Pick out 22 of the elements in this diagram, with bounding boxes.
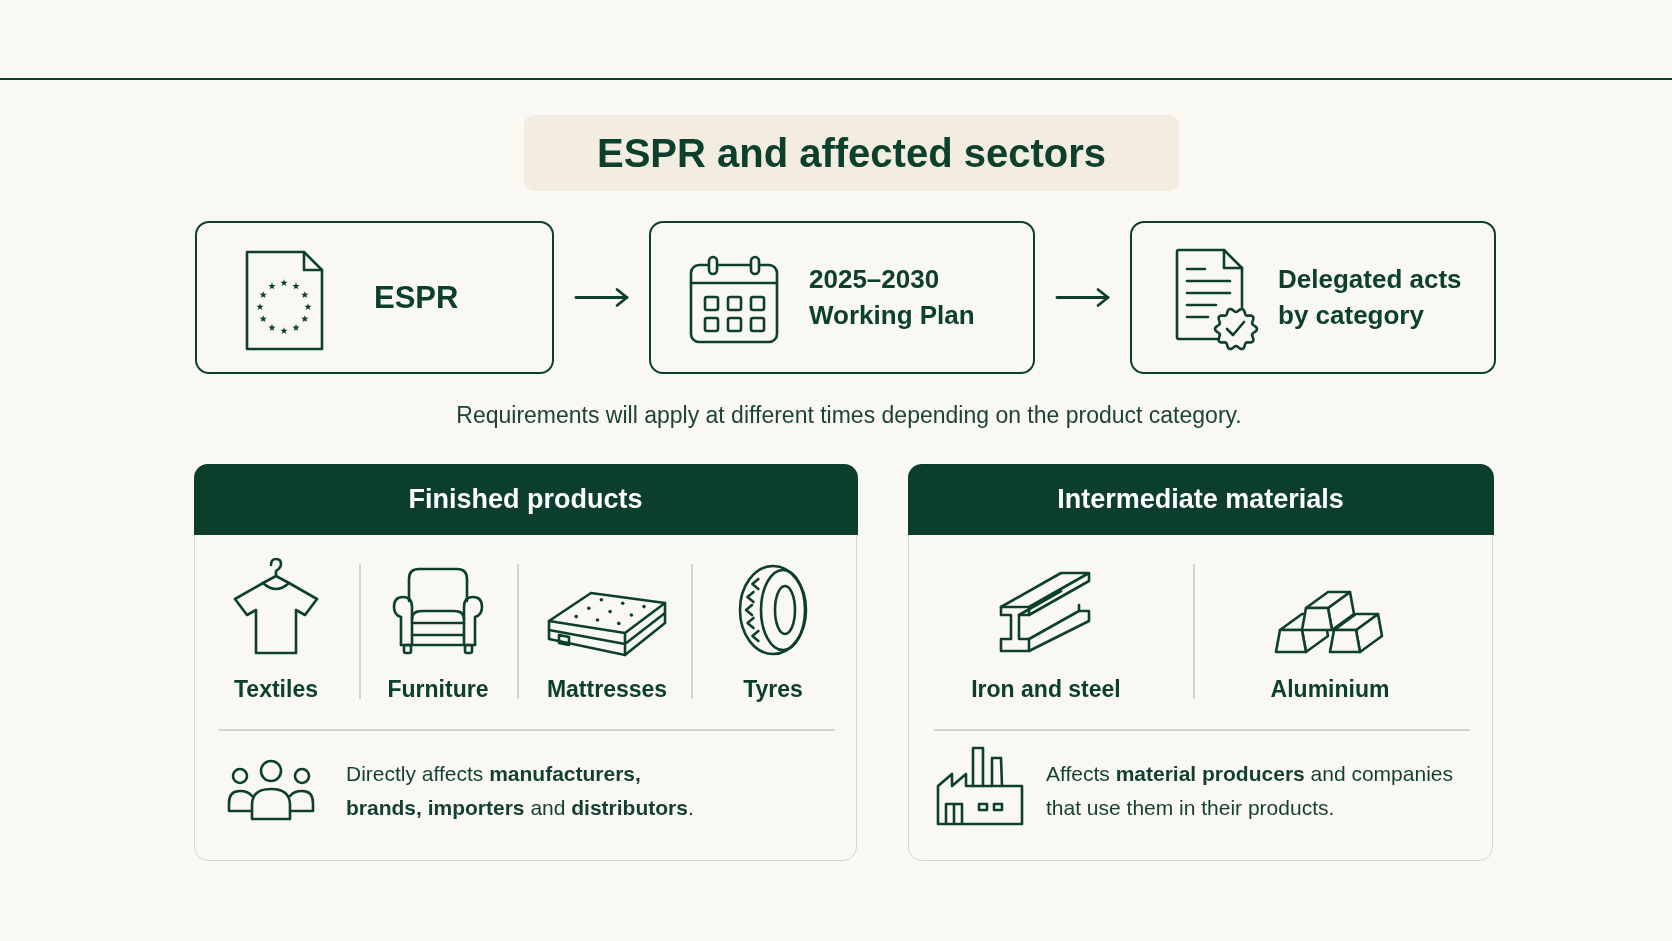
step-card bbox=[649, 221, 1035, 374]
category-label: Iron and steel bbox=[970, 675, 1122, 703]
step-label: Delegated acts by category bbox=[1278, 263, 1463, 332]
panel-header: Finished products bbox=[193, 463, 858, 535]
category-panel bbox=[194, 464, 857, 861]
step-card bbox=[1130, 221, 1496, 374]
arrow bbox=[1055, 288, 1110, 307]
note-text: Affects material producers and companies that use them in their products. bbox=[1046, 761, 1454, 821]
category-panel bbox=[908, 464, 1493, 861]
category-label: Furniture bbox=[386, 675, 490, 703]
panel-header: Intermediate materials bbox=[907, 463, 1494, 535]
step-label: ESPR bbox=[374, 278, 460, 317]
category-label: Aluminium bbox=[1269, 675, 1391, 703]
arrow bbox=[574, 288, 629, 307]
title-banner: ESPR and affected sectors bbox=[524, 115, 1179, 191]
category-label: Tyres bbox=[742, 675, 804, 703]
subtitle-text: Requirements will apply at different times depending on the product category. bbox=[456, 401, 1242, 430]
step-label: 2025–2030 Working Plan bbox=[809, 263, 976, 332]
category-label: Mattresses bbox=[545, 675, 669, 703]
note-text: Directly affects manufacturers, brands, importers and distributors. bbox=[346, 761, 695, 821]
category-label: Textiles bbox=[233, 675, 319, 703]
step-card bbox=[195, 221, 554, 374]
